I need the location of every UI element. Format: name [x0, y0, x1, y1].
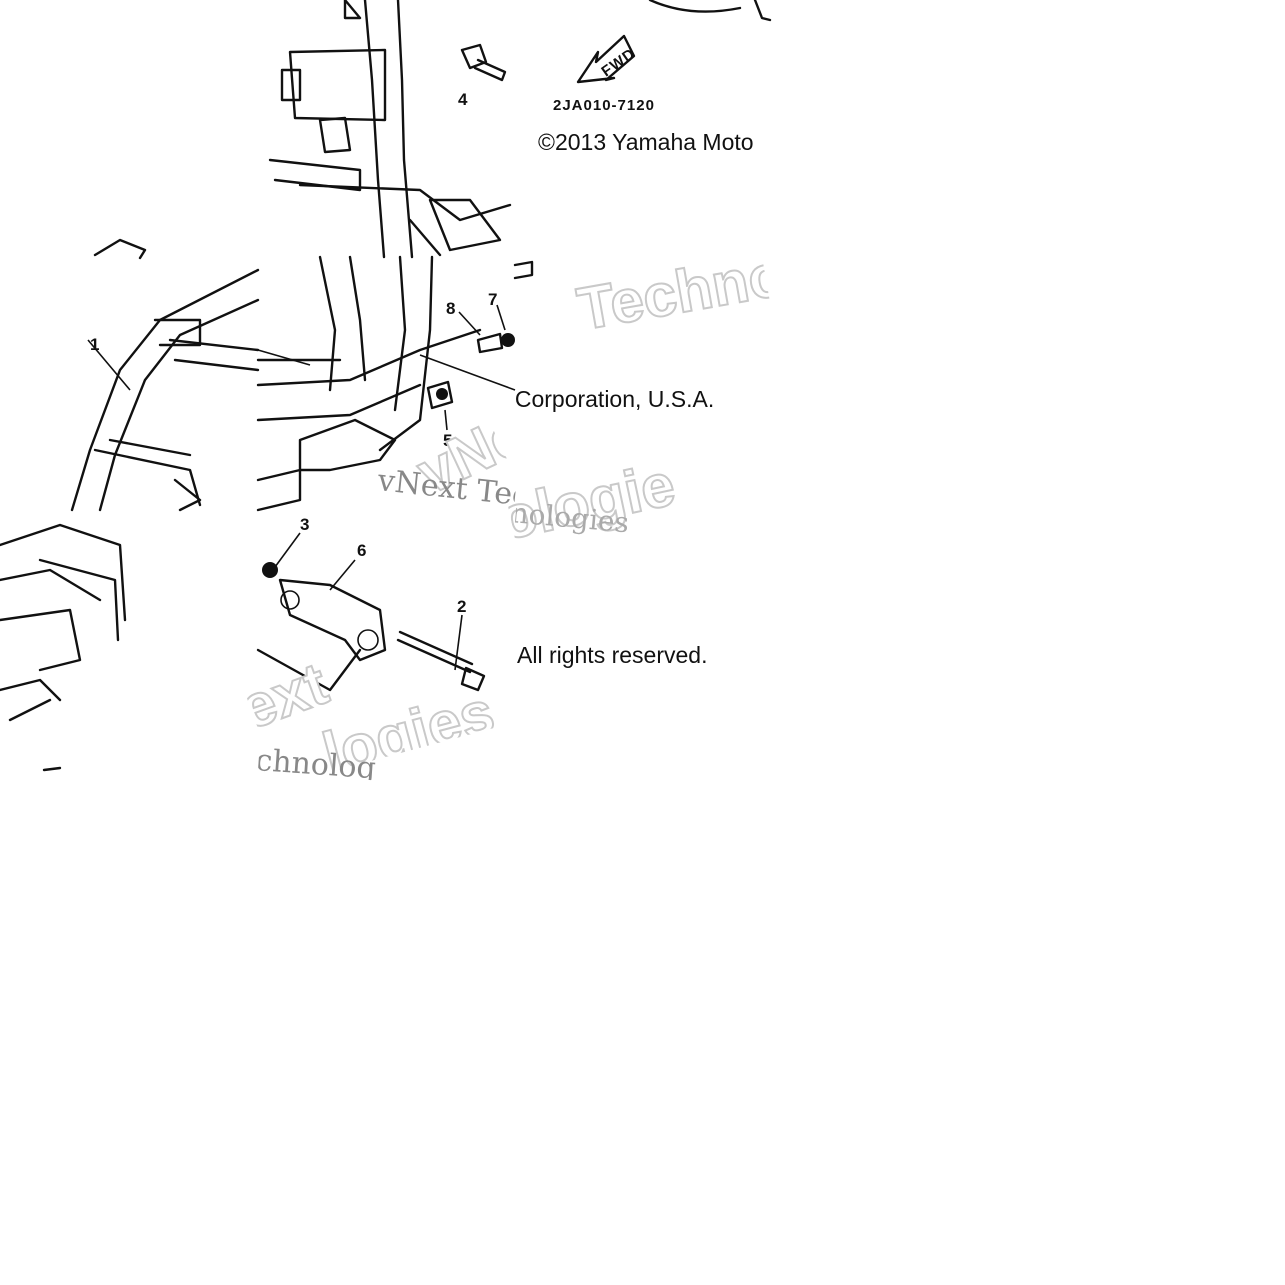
callout-2: 2	[457, 597, 466, 616]
fwd-label: FWD	[598, 45, 638, 80]
watermark-chnolog: chnolog	[254, 743, 377, 786]
part-5-collar	[426, 380, 454, 410]
callout-3: 3	[300, 515, 309, 534]
copyright-line-2: or Corporation, U.S.A.	[488, 386, 714, 412]
part-code: 2JA010-7120	[553, 97, 655, 114]
rear-frame-drawing	[0, 523, 127, 772]
main-frame-drawing	[70, 238, 260, 512]
callout-4: 4	[458, 90, 468, 109]
engine-mount-drawing	[256, 562, 387, 692]
part-7-8-bolt-nut	[476, 332, 515, 354]
part-2-long-bolt	[396, 630, 486, 692]
head-tube-drawing	[268, 0, 512, 259]
fwd-arrow: FWD	[576, 34, 639, 84]
callout-6: 6	[357, 541, 366, 560]
callout-8: 8	[446, 299, 455, 318]
copyright-line-1: ©2013 Yamaha Moto	[538, 129, 754, 155]
copyright-line-3: All rights reserved.	[517, 642, 707, 668]
watermark-techno: Techno	[573, 241, 790, 343]
part-4-bolt	[460, 43, 507, 82]
callout-7: 7	[488, 290, 497, 309]
callout-1: 1	[90, 335, 99, 354]
callout-5: 5	[443, 431, 452, 450]
cross-member-drawing	[256, 255, 516, 512]
